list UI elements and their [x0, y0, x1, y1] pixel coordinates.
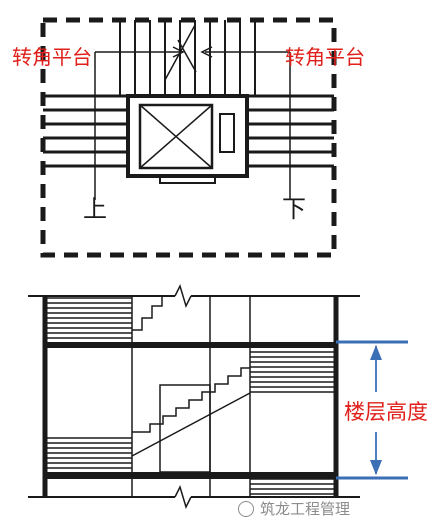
up-label: 上	[83, 195, 107, 223]
plan-elevator-shaft	[126, 94, 249, 178]
section-landing-top-left	[45, 297, 132, 339]
floor-height-dimension	[336, 340, 408, 480]
landing-label-right: 转角平台	[285, 45, 365, 69]
section-landing-bottom-right	[250, 478, 336, 495]
plan-left-treads	[43, 94, 128, 168]
section-slab-lower	[45, 472, 336, 479]
plan-dashed-boundary	[40, 17, 337, 258]
plan-walking-line-top	[95, 24, 290, 81]
section-slab-upper	[45, 342, 336, 348]
section-break-mark-top	[174, 283, 192, 309]
watermark-logo-icon	[238, 501, 254, 517]
floor-height-label: 楼层高度	[344, 400, 428, 424]
section-landing-right	[250, 351, 336, 393]
plan-elevator-car	[138, 103, 214, 170]
section-view	[28, 283, 360, 510]
plan-elevator-door	[219, 113, 235, 153]
section-stair-upper	[132, 296, 163, 331]
plan-view	[40, 17, 337, 258]
down-label: 下	[282, 195, 306, 223]
section-stair-main	[132, 367, 250, 433]
plan-elevator-sill	[159, 175, 216, 184]
section-opening	[159, 384, 211, 473]
landing-label-left: 转角平台	[12, 45, 92, 69]
watermark: 筑龙工程管理	[260, 500, 351, 518]
section-break-mark-bottom	[174, 484, 192, 510]
section-landing-bottom-left	[45, 437, 132, 469]
plan-top-treads	[119, 20, 256, 96]
